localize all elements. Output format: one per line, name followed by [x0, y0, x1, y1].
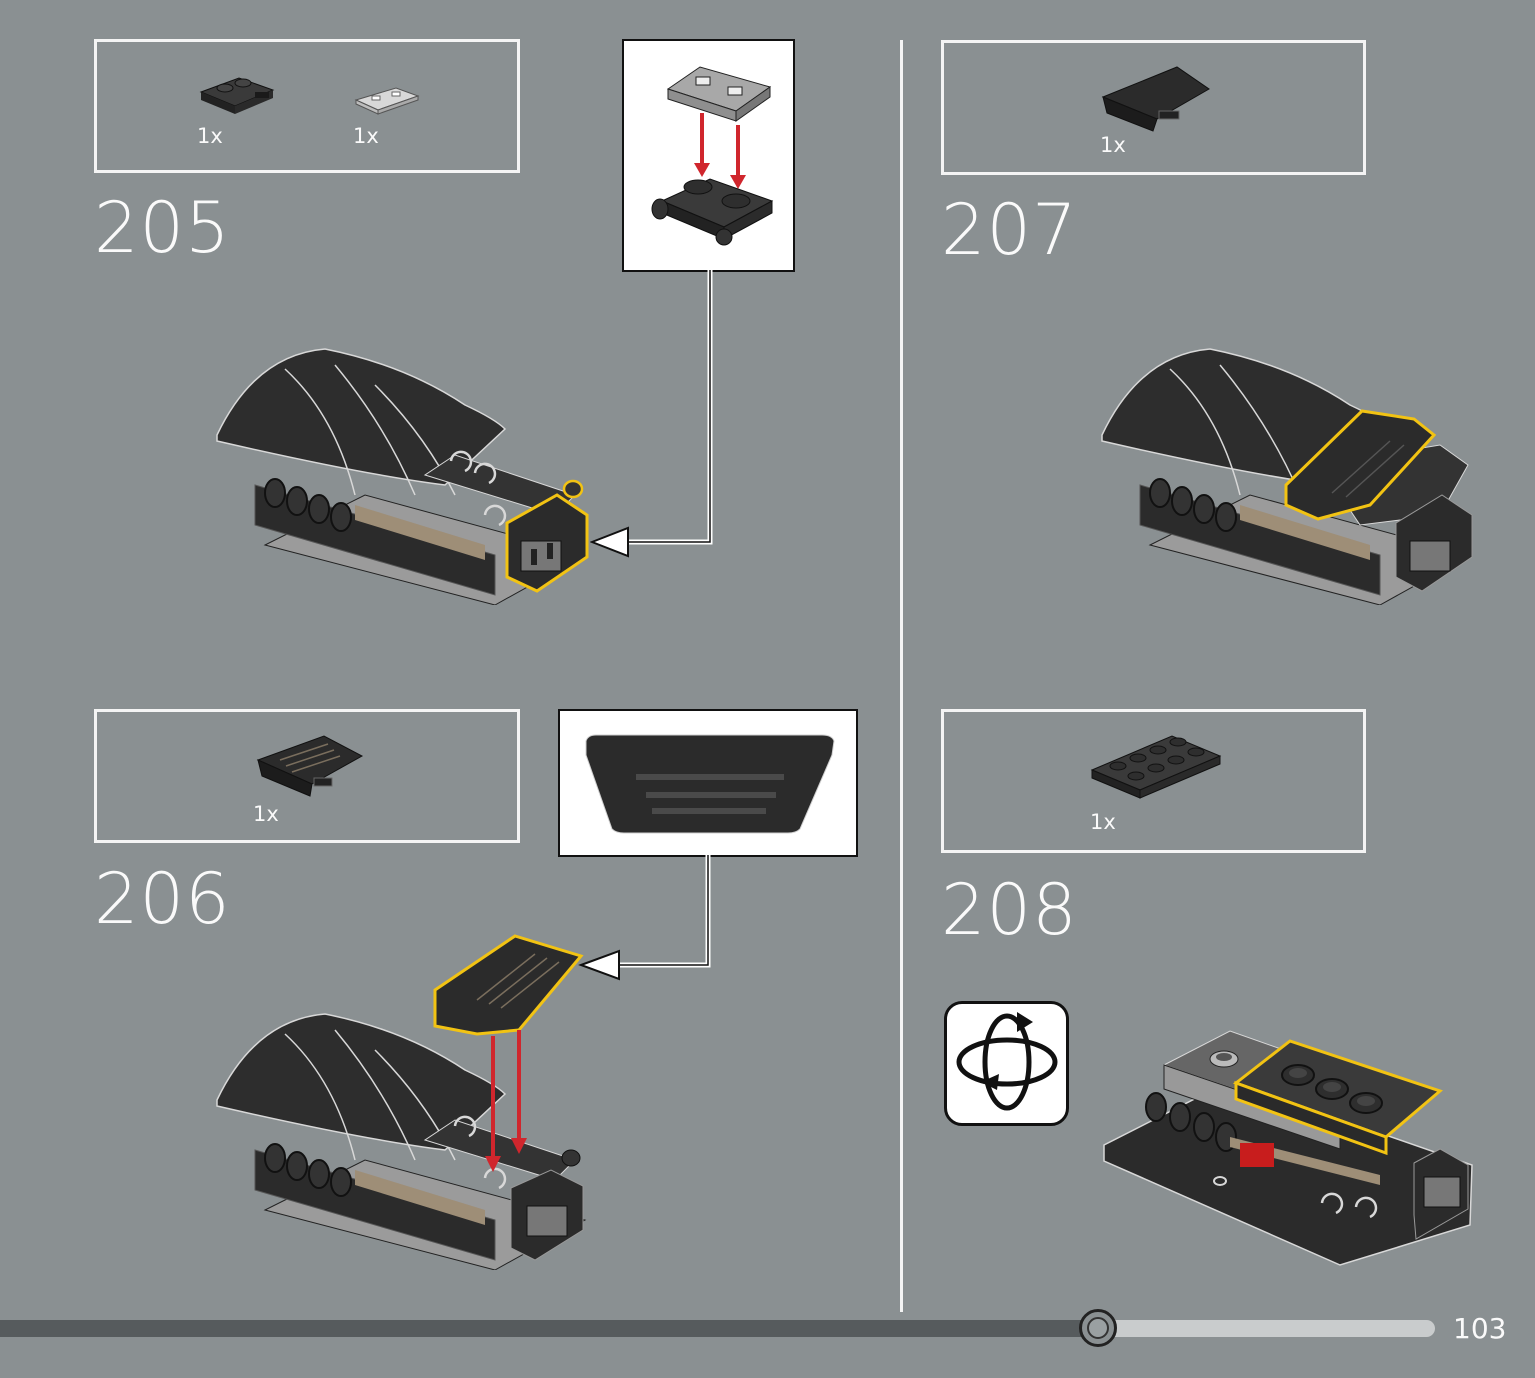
progress-slider-handle[interactable] [1079, 1309, 1117, 1347]
step-number-208: 208 [941, 869, 1078, 951]
column-divider [900, 40, 903, 1312]
step-number-205: 205 [94, 187, 231, 269]
callout-205 [622, 39, 795, 272]
assembly-model-206 [216, 934, 587, 1270]
callout-206 [558, 709, 858, 857]
step-number-207: 207 [941, 189, 1078, 271]
callout-connector-205 [590, 270, 713, 558]
part-qty: 1x [197, 124, 223, 148]
page-number: 103 [1453, 1312, 1507, 1345]
part-qty: 1x [1100, 133, 1126, 157]
plate-with-clips-icon [199, 77, 275, 114]
parts-list-205: 1x 1x [94, 39, 520, 173]
part-qty: 1x [253, 802, 279, 826]
parts-list-208: 1x [941, 709, 1366, 853]
callout-part-detail-illustration [585, 734, 835, 834]
progress-remaining [1098, 1320, 1435, 1337]
curved-slope-black-icon [256, 735, 364, 797]
rotate-model-icon [944, 1001, 1069, 1126]
callout-sub-assembly-illustration [651, 66, 774, 246]
parts-list-207: 1x [941, 40, 1366, 175]
assembly-model-207 [1101, 348, 1473, 605]
parts-list-206: 1x [94, 709, 520, 843]
step-number-206: 206 [94, 858, 231, 940]
plate-2x4-black-icon [1090, 735, 1222, 799]
curved-slope-black-icon [1101, 66, 1210, 132]
progress-completed [0, 1320, 1098, 1337]
assembly-model-205 [216, 348, 589, 605]
page-progress-bar[interactable] [0, 1309, 1435, 1347]
callout-connector-206 [578, 855, 711, 981]
part-qty: 1x [1090, 810, 1116, 834]
tile-1x2-light-gray-icon [354, 87, 420, 115]
assembly-model-208 [1103, 1030, 1473, 1266]
part-qty: 1x [353, 124, 379, 148]
